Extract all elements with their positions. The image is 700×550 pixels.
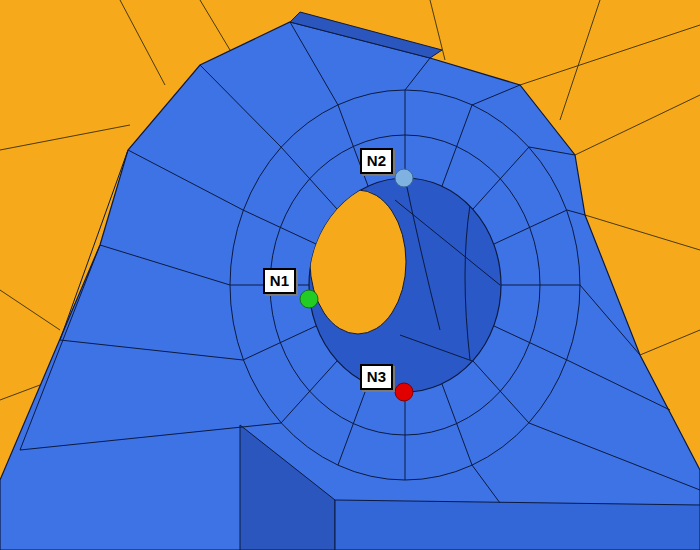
mesh-line (640, 330, 700, 355)
mesh-line (442, 105, 472, 186)
mesh-line (520, 25, 700, 85)
node-id-text: N2 (367, 151, 386, 171)
mesh-line (405, 58, 430, 90)
mesh-line (494, 210, 567, 244)
lug-face (0, 22, 700, 550)
mesh-line (465, 205, 470, 360)
mesh-line (20, 423, 281, 450)
mesh-line (200, 65, 281, 147)
mesh-line (400, 335, 475, 362)
hole-through-view (310, 190, 406, 334)
mesh-ring (270, 135, 540, 435)
node-marker (395, 169, 413, 187)
mesh-line (575, 95, 700, 155)
node-id-text: N3 (367, 367, 386, 387)
hole-inner-surface (309, 178, 501, 392)
mesh-line (290, 22, 338, 105)
mesh-line (501, 285, 580, 286)
mesh-line (580, 285, 640, 355)
mesh-line (405, 90, 406, 178)
mesh-line (281, 147, 337, 209)
mesh-line (243, 326, 316, 360)
mesh-line (567, 360, 670, 410)
mesh-line (585, 215, 700, 250)
mesh-line (473, 147, 529, 209)
mesh-line (405, 178, 440, 330)
mesh-line (0, 290, 60, 330)
mesh-line (560, 0, 600, 120)
mesh-line (529, 423, 700, 490)
node-label: N2 (360, 148, 393, 174)
node-marker (300, 290, 318, 308)
mesh-line (0, 385, 40, 400)
mesh-line (243, 210, 316, 244)
mesh-line (395, 200, 500, 285)
mesh-line (128, 150, 243, 210)
node-id-text: N1 (270, 271, 289, 291)
hole-opening (310, 178, 500, 362)
node-marker (395, 383, 413, 401)
lug-lower-face (335, 500, 700, 550)
lug-side-face (240, 425, 335, 550)
mesh-line (120, 0, 165, 85)
mesh-line (60, 340, 243, 360)
node-label: N3 (360, 364, 393, 390)
mesh-line (281, 361, 337, 423)
mesh-line (405, 392, 406, 480)
mesh-line (567, 210, 585, 215)
node-label: N1 (263, 268, 296, 294)
mesh-line (60, 150, 128, 340)
mesh-line (472, 85, 520, 105)
lug-mesh-lines (20, 22, 700, 503)
mesh-line (338, 384, 368, 465)
lug-top-face (290, 12, 442, 58)
mesh-line (529, 147, 575, 155)
mesh-line (0, 125, 130, 150)
mesh-line (442, 384, 472, 465)
mesh-line (100, 245, 230, 285)
mesh-ring (230, 90, 580, 480)
mesh-line (472, 465, 500, 503)
mesh-line (200, 0, 230, 50)
mesh-line (494, 326, 567, 360)
mesh-line (20, 245, 100, 450)
mesh-line (473, 361, 529, 423)
